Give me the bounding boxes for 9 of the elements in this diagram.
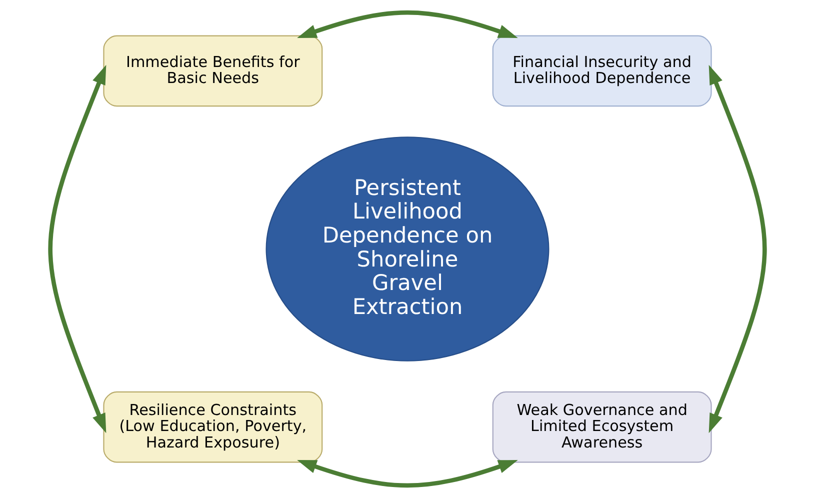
node-box: Weak Governance and Limited Ecosystem Awareness (492, 391, 712, 463)
node-box: Immediate Benefits for Basic Needs (103, 35, 323, 107)
arrow (708, 64, 767, 434)
node-box: Resilience Constraints (Low Education, Poverty, Hazard Exposure) (103, 391, 323, 463)
node-box: Financial Insecurity and Livelihood Dependence (492, 35, 712, 107)
arrow (48, 64, 106, 434)
node-ellipse: Persistent Livelihood Dependence on Shoreline Gravel Extraction (266, 136, 550, 362)
arrow (297, 10, 518, 38)
arrow (297, 460, 518, 488)
